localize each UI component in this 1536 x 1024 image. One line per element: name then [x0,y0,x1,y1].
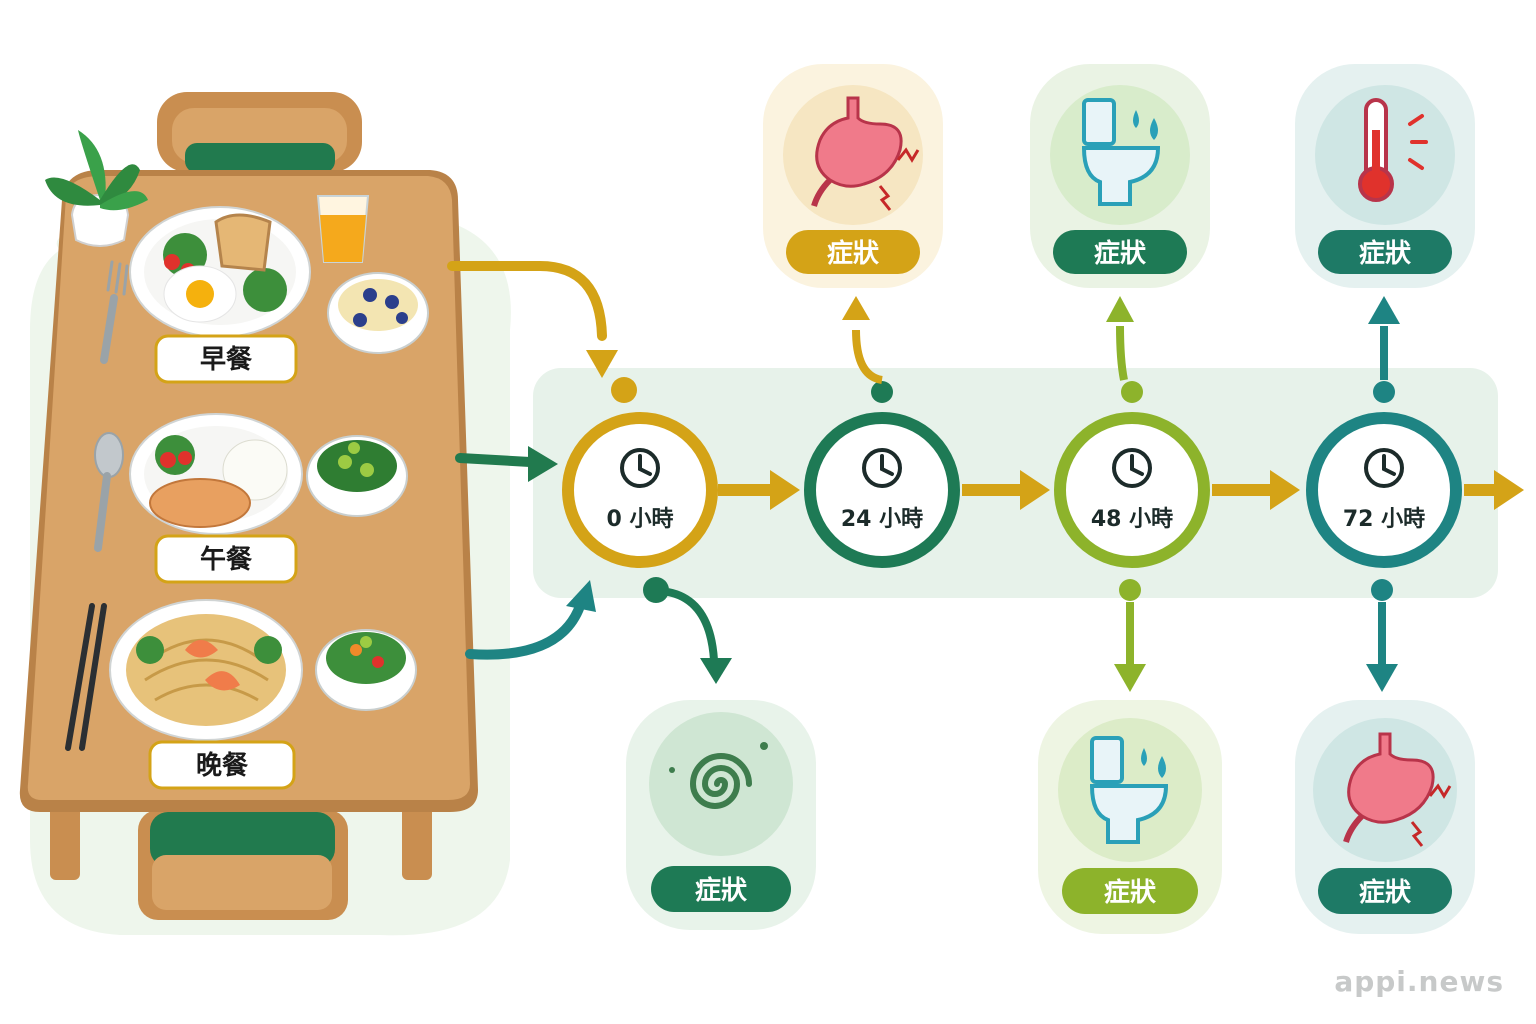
potted-plant [45,130,148,247]
node-0h-top-dot [611,377,637,403]
timeline-node-48h: 48 小時 [1054,412,1210,568]
symptom-label: 症狀 [1359,238,1412,269]
timeline-node-0h-label: 0 小時 [607,507,674,532]
meal-label-lunch: 午餐 [154,534,298,584]
symptom-card-48h-bottom: 症狀 [1038,700,1222,934]
vegetable-bowl [315,629,417,711]
watermark: appi.news [1334,965,1504,998]
timeline-node-72h-label: 72 小時 [1343,507,1425,532]
meal-label-breakfast: 早餐 [154,334,298,384]
meal-label-lunch-text: 午餐 [200,544,253,575]
dinner-plate [109,599,303,741]
meal-label-dinner-text: 晚餐 [196,751,249,781]
meal-label-breakfast-text: 早餐 [200,345,253,375]
arrow-breakfast-to-0h [447,261,618,378]
clock-icon [620,448,660,488]
chair-top [157,92,362,173]
symptom-label: 症狀 [1104,877,1157,908]
symptom-label: 症狀 [695,875,748,906]
chair-bottom [138,810,348,920]
symptom-card-48h-top: 症狀 [1030,64,1210,288]
lunch-plate [129,413,303,535]
symptom-card-72h-bottom: 症狀 [1295,700,1475,934]
symptom-label: 症狀 [827,238,880,269]
juice-glass [316,195,370,263]
breakfast-plate [129,206,311,338]
arrow-24h-to-48h [962,470,1050,510]
connector-24h-up [842,296,893,403]
stomach-cramp-icon [811,96,920,211]
symptom-label: 症狀 [1094,238,1147,269]
arrow-72h-onward [1464,470,1524,510]
symptom-card-72h-top: 症狀 [1295,64,1475,288]
connector-48h-down [1114,579,1146,692]
clock-icon [862,448,902,488]
arrow-0h-to-24h [718,470,800,510]
fruit-bowl [327,272,429,354]
dizziness-swirl-icon [669,742,768,809]
timeline-node-24h-label: 24 小時 [841,507,923,532]
connector-72h-down [1366,579,1398,692]
connector-48h-up [1106,296,1143,403]
chopsticks-icon [65,603,107,751]
toilet-diarrhea-icon [1081,98,1161,206]
timeline-node-24h: 24 小時 [804,412,960,568]
clock-icon [1364,448,1404,488]
timeline-node-72h: 72 小時 [1306,412,1462,568]
symptom-label: 症狀 [1359,877,1412,908]
spoon-icon [94,432,124,552]
timeline-band [533,368,1498,598]
fork-icon [100,260,129,364]
timeline-node-48h-label: 48 小時 [1091,507,1173,532]
stomach-cramp-icon [1343,732,1452,847]
connector-72h-up [1368,296,1400,403]
arrow-48h-to-72h [1212,470,1300,510]
thermometer-fever-icon [1358,98,1428,202]
timeline-node-0h: 0 小時 [562,412,718,568]
connector-0h-down [643,577,732,684]
clock-icon [1112,448,1152,488]
greens-bowl [306,435,408,517]
arrow-dinner-to-0h [465,580,596,660]
arrow-lunch-to-0h [455,446,558,482]
symptom-card-24h: 症狀 [763,64,943,288]
toilet-diarrhea-icon [1089,736,1169,844]
symptom-card-0h-bottom: 症狀 [626,700,816,930]
meal-label-dinner: 晚餐 [148,740,296,790]
